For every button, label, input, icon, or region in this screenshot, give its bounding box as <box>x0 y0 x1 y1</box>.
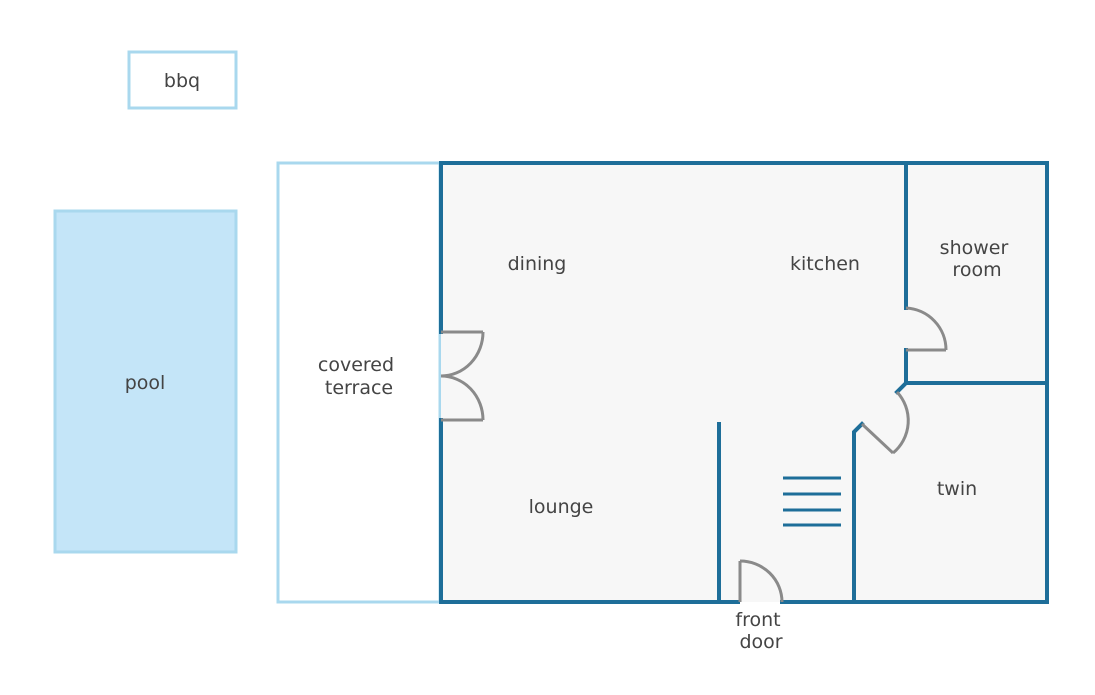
front-door-label: front door <box>735 609 786 653</box>
bbq-outline <box>127 50 238 110</box>
front-door-label-line1: front <box>735 609 780 631</box>
twin-label: twin <box>937 478 977 500</box>
bbq-label: bbq <box>164 70 200 92</box>
covered-terrace-label-line2: terrace <box>325 377 393 399</box>
pool-area <box>53 209 238 554</box>
lounge-label: lounge <box>529 496 594 518</box>
shower-room-door <box>905 306 948 352</box>
shower-room-label-line1: shower <box>940 237 1009 259</box>
front-door-swing <box>738 559 784 603</box>
covered-terrace-label-line1: covered <box>318 354 394 376</box>
covered-terrace-label: covered terrace <box>318 354 400 399</box>
dining-label: dining <box>508 253 567 275</box>
front-door-label-line2: door <box>739 631 782 653</box>
kitchen-label: kitchen <box>790 253 860 275</box>
covered-terrace-outline <box>276 161 442 604</box>
twin-door <box>860 390 910 455</box>
stairs <box>783 476 841 527</box>
pool-label: pool <box>125 372 166 394</box>
terrace-double-door <box>440 330 485 422</box>
interior-walls <box>717 161 1049 604</box>
shower-room-label: shower room <box>940 237 1015 281</box>
shower-room-label-line2: room <box>952 259 1001 281</box>
